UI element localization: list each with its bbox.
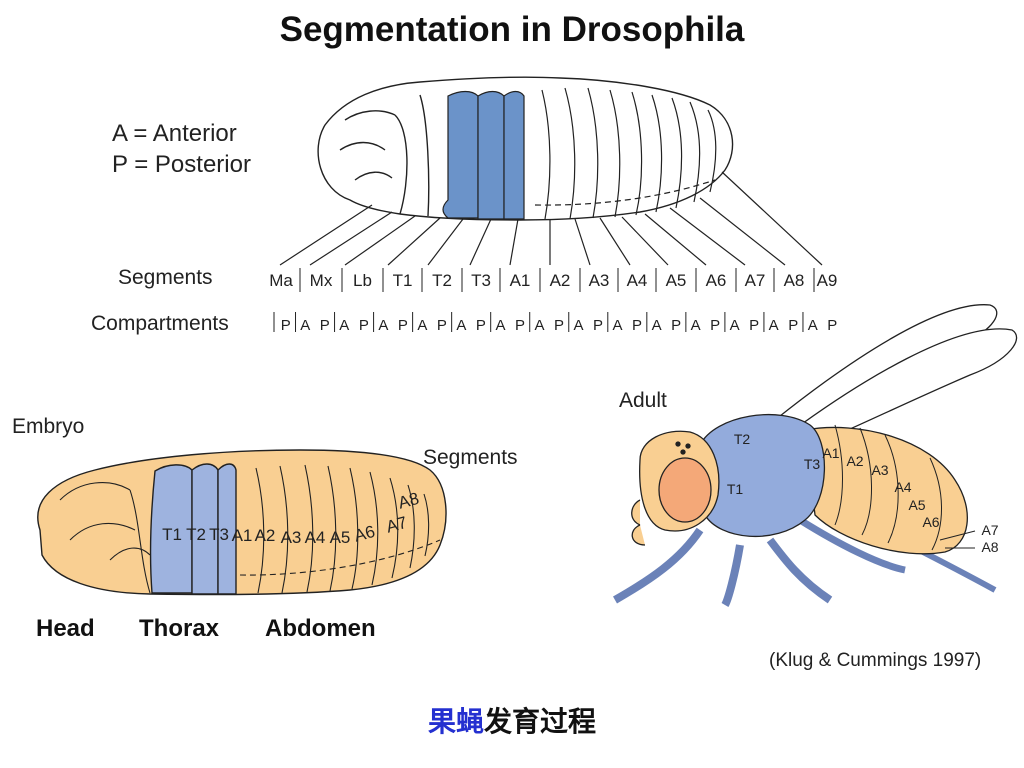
compartment-label: P — [749, 317, 759, 334]
region-thorax-label: Thorax — [139, 615, 220, 642]
embryo-segment-tag: T2 — [186, 525, 206, 544]
adult-label: Adult — [619, 389, 667, 412]
segment-label: A7 — [745, 271, 766, 290]
segment-pointer-lines — [279, 171, 823, 266]
segment-label: A5 — [666, 271, 687, 290]
segment-label: T2 — [432, 271, 452, 290]
embryo-segment-tag: A8 — [396, 489, 421, 513]
segment-label: Ma — [269, 271, 293, 290]
compartment-label: P — [398, 317, 408, 334]
embryo-segment-tag: A2 — [255, 526, 276, 545]
caption-highlight: 果蝇 — [427, 705, 484, 738]
embryo-label: Embryo — [12, 415, 85, 438]
adult-body-tag: A4 — [894, 479, 911, 495]
region-head-label: Head — [36, 615, 95, 642]
segment-label: T1 — [393, 271, 413, 290]
legend-anterior: A = Anterior — [112, 120, 237, 147]
compartment-label: P — [788, 317, 798, 334]
compartment-label: A — [339, 317, 349, 334]
legend-posterior: P = Posterior — [112, 151, 251, 178]
caption-rest: 发育过程 — [484, 705, 597, 738]
diagram-title: Segmentation in Drosophila — [279, 10, 745, 49]
adult-body-tag: T2 — [734, 431, 751, 447]
top-abdomen-segment-lines — [534, 87, 717, 220]
compartment-label: A — [378, 317, 388, 334]
compartment-label: A — [652, 317, 662, 334]
compartment-label: P — [437, 317, 447, 334]
adult-pointer-tag: A8 — [981, 539, 998, 555]
compartment-label: P — [476, 317, 486, 334]
segment-label: A8 — [784, 271, 805, 290]
segments-row: Ma Mx Lb T1 T2 T3 A1 A2 A3 A4 A5 A6 A7 A8 A9 — [269, 268, 837, 292]
compartment-label: A — [769, 317, 779, 334]
segments-row-label: Segments — [118, 266, 213, 289]
embryo-body — [37, 449, 447, 596]
chinese-caption: 果蝇发育过程 — [0, 708, 1024, 736]
adult-body-tag: A2 — [846, 453, 863, 469]
citation-credit: (Klug & Cummings 1997) — [769, 650, 982, 671]
adult-body-tag: T3 — [804, 456, 821, 472]
adult-body-tag: T1 — [727, 481, 744, 497]
embryo-segment-tag: T3 — [209, 525, 229, 544]
compartment-label: P — [515, 317, 525, 334]
segment-label: A9 — [817, 271, 838, 290]
compartment-label: A — [808, 317, 818, 334]
adult-body-tag: A3 — [871, 462, 888, 478]
compartment-label: A — [300, 317, 310, 334]
compartment-label: A — [456, 317, 466, 334]
embryo-segment-tag: T1 — [162, 525, 182, 544]
segment-label: A6 — [706, 271, 727, 290]
segment-label: A1 — [510, 271, 531, 290]
segment-label: Mx — [310, 271, 333, 290]
compartment-label: A — [613, 317, 623, 334]
compartment-label: A — [417, 317, 427, 334]
segment-label: A4 — [627, 271, 648, 290]
embryo-segment-tag: A7 — [384, 513, 409, 537]
embryo-segment-tag: A4 — [305, 528, 326, 547]
compartment-label: P — [593, 317, 603, 334]
adult-body-tag: A6 — [922, 514, 939, 530]
embryo-segment-tag: A6 — [352, 522, 377, 546]
embryo-segments-label: Segments — [423, 446, 518, 469]
compartment-label: P — [320, 317, 330, 334]
adult-body-tag: A5 — [908, 497, 925, 513]
top-thorax-bands — [442, 90, 525, 220]
compartment-label: P — [554, 317, 564, 334]
embryo-segment-tag: A5 — [330, 528, 351, 547]
compartments-row-label: Compartments — [91, 312, 229, 335]
adult-fly — [613, 304, 1018, 608]
adult-body-tag: A1 — [822, 445, 839, 461]
adult-pointer-tag: A7 — [981, 522, 998, 538]
embryo-segment-tag: A3 — [281, 528, 302, 547]
segment-label: Lb — [353, 271, 372, 290]
compartment-label: P — [281, 317, 291, 334]
compartment-label: A — [495, 317, 505, 334]
compartment-label: A — [730, 317, 740, 334]
region-abdomen-label: Abdomen — [265, 615, 376, 642]
segment-label: T3 — [471, 271, 491, 290]
compartment-label: A — [691, 317, 701, 334]
compartment-label: P — [827, 317, 837, 334]
compartment-label: A — [574, 317, 584, 334]
compartment-label: P — [710, 317, 720, 334]
segment-label: A3 — [589, 271, 610, 290]
compartment-label: A — [534, 317, 544, 334]
compartment-label: P — [359, 317, 369, 334]
compartment-label: P — [671, 317, 681, 334]
embryo-segment-tag: A1 — [232, 526, 253, 545]
segment-label: A2 — [550, 271, 571, 290]
compartment-label: P — [632, 317, 642, 334]
top-embryo — [317, 76, 734, 221]
